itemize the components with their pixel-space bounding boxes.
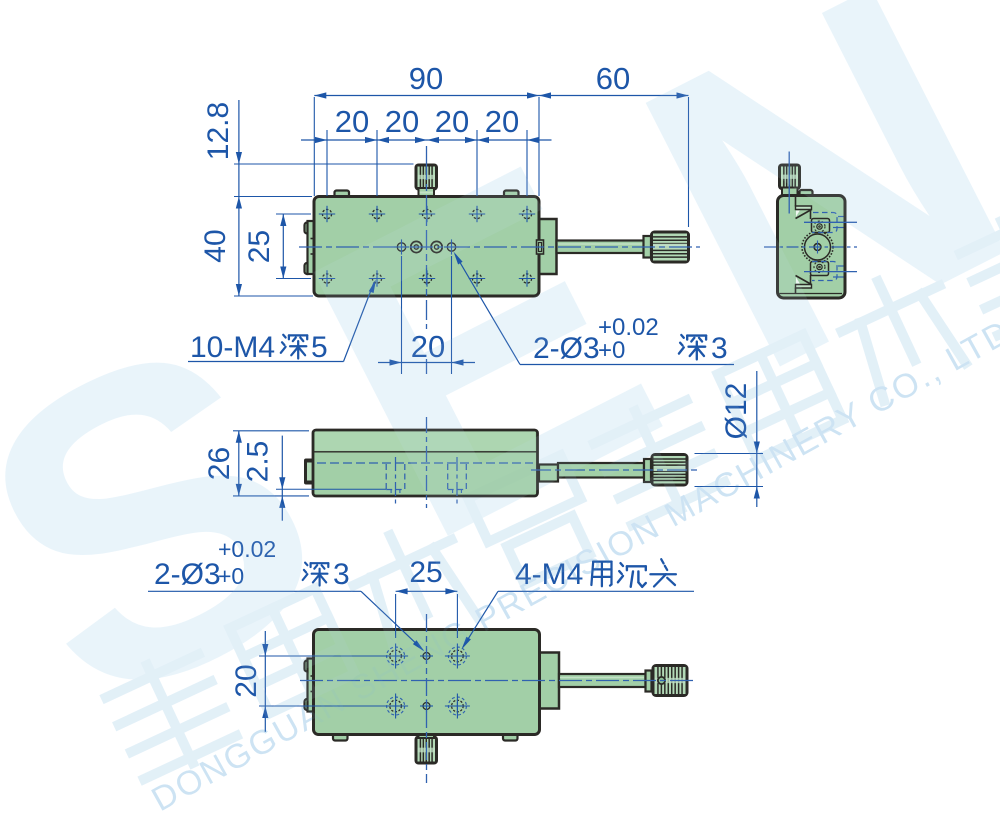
svg-text:20: 20 bbox=[411, 329, 445, 364]
svg-text:+0: +0 bbox=[218, 563, 244, 589]
svg-text:2-Ø3: 2-Ø3 bbox=[154, 558, 221, 591]
svg-text:20: 20 bbox=[230, 664, 263, 697]
svg-text:10-M4: 10-M4 bbox=[190, 331, 275, 364]
svg-text:60: 60 bbox=[596, 61, 630, 96]
svg-text:20: 20 bbox=[385, 104, 419, 139]
svg-text:26: 26 bbox=[203, 447, 236, 480]
svg-text:25: 25 bbox=[243, 230, 276, 263]
svg-text:Ø12: Ø12 bbox=[720, 383, 753, 440]
svg-text:2-Ø3: 2-Ø3 bbox=[533, 332, 600, 365]
svg-text:12.8: 12.8 bbox=[202, 102, 235, 160]
svg-text:+0.02: +0.02 bbox=[598, 314, 659, 341]
svg-text:+0.02: +0.02 bbox=[218, 536, 276, 562]
svg-text:5: 5 bbox=[311, 331, 328, 364]
svg-text:25: 25 bbox=[409, 556, 442, 589]
svg-text:20: 20 bbox=[435, 104, 469, 139]
svg-text:20: 20 bbox=[485, 104, 519, 139]
svg-text:90: 90 bbox=[409, 61, 443, 96]
svg-text:3: 3 bbox=[711, 332, 728, 365]
svg-text:3: 3 bbox=[333, 558, 350, 591]
svg-text:20: 20 bbox=[335, 104, 369, 139]
svg-text:4-M4: 4-M4 bbox=[515, 558, 583, 591]
svg-text:+0: +0 bbox=[598, 337, 625, 364]
svg-text:40: 40 bbox=[199, 229, 232, 262]
svg-text:2.5: 2.5 bbox=[242, 441, 275, 483]
